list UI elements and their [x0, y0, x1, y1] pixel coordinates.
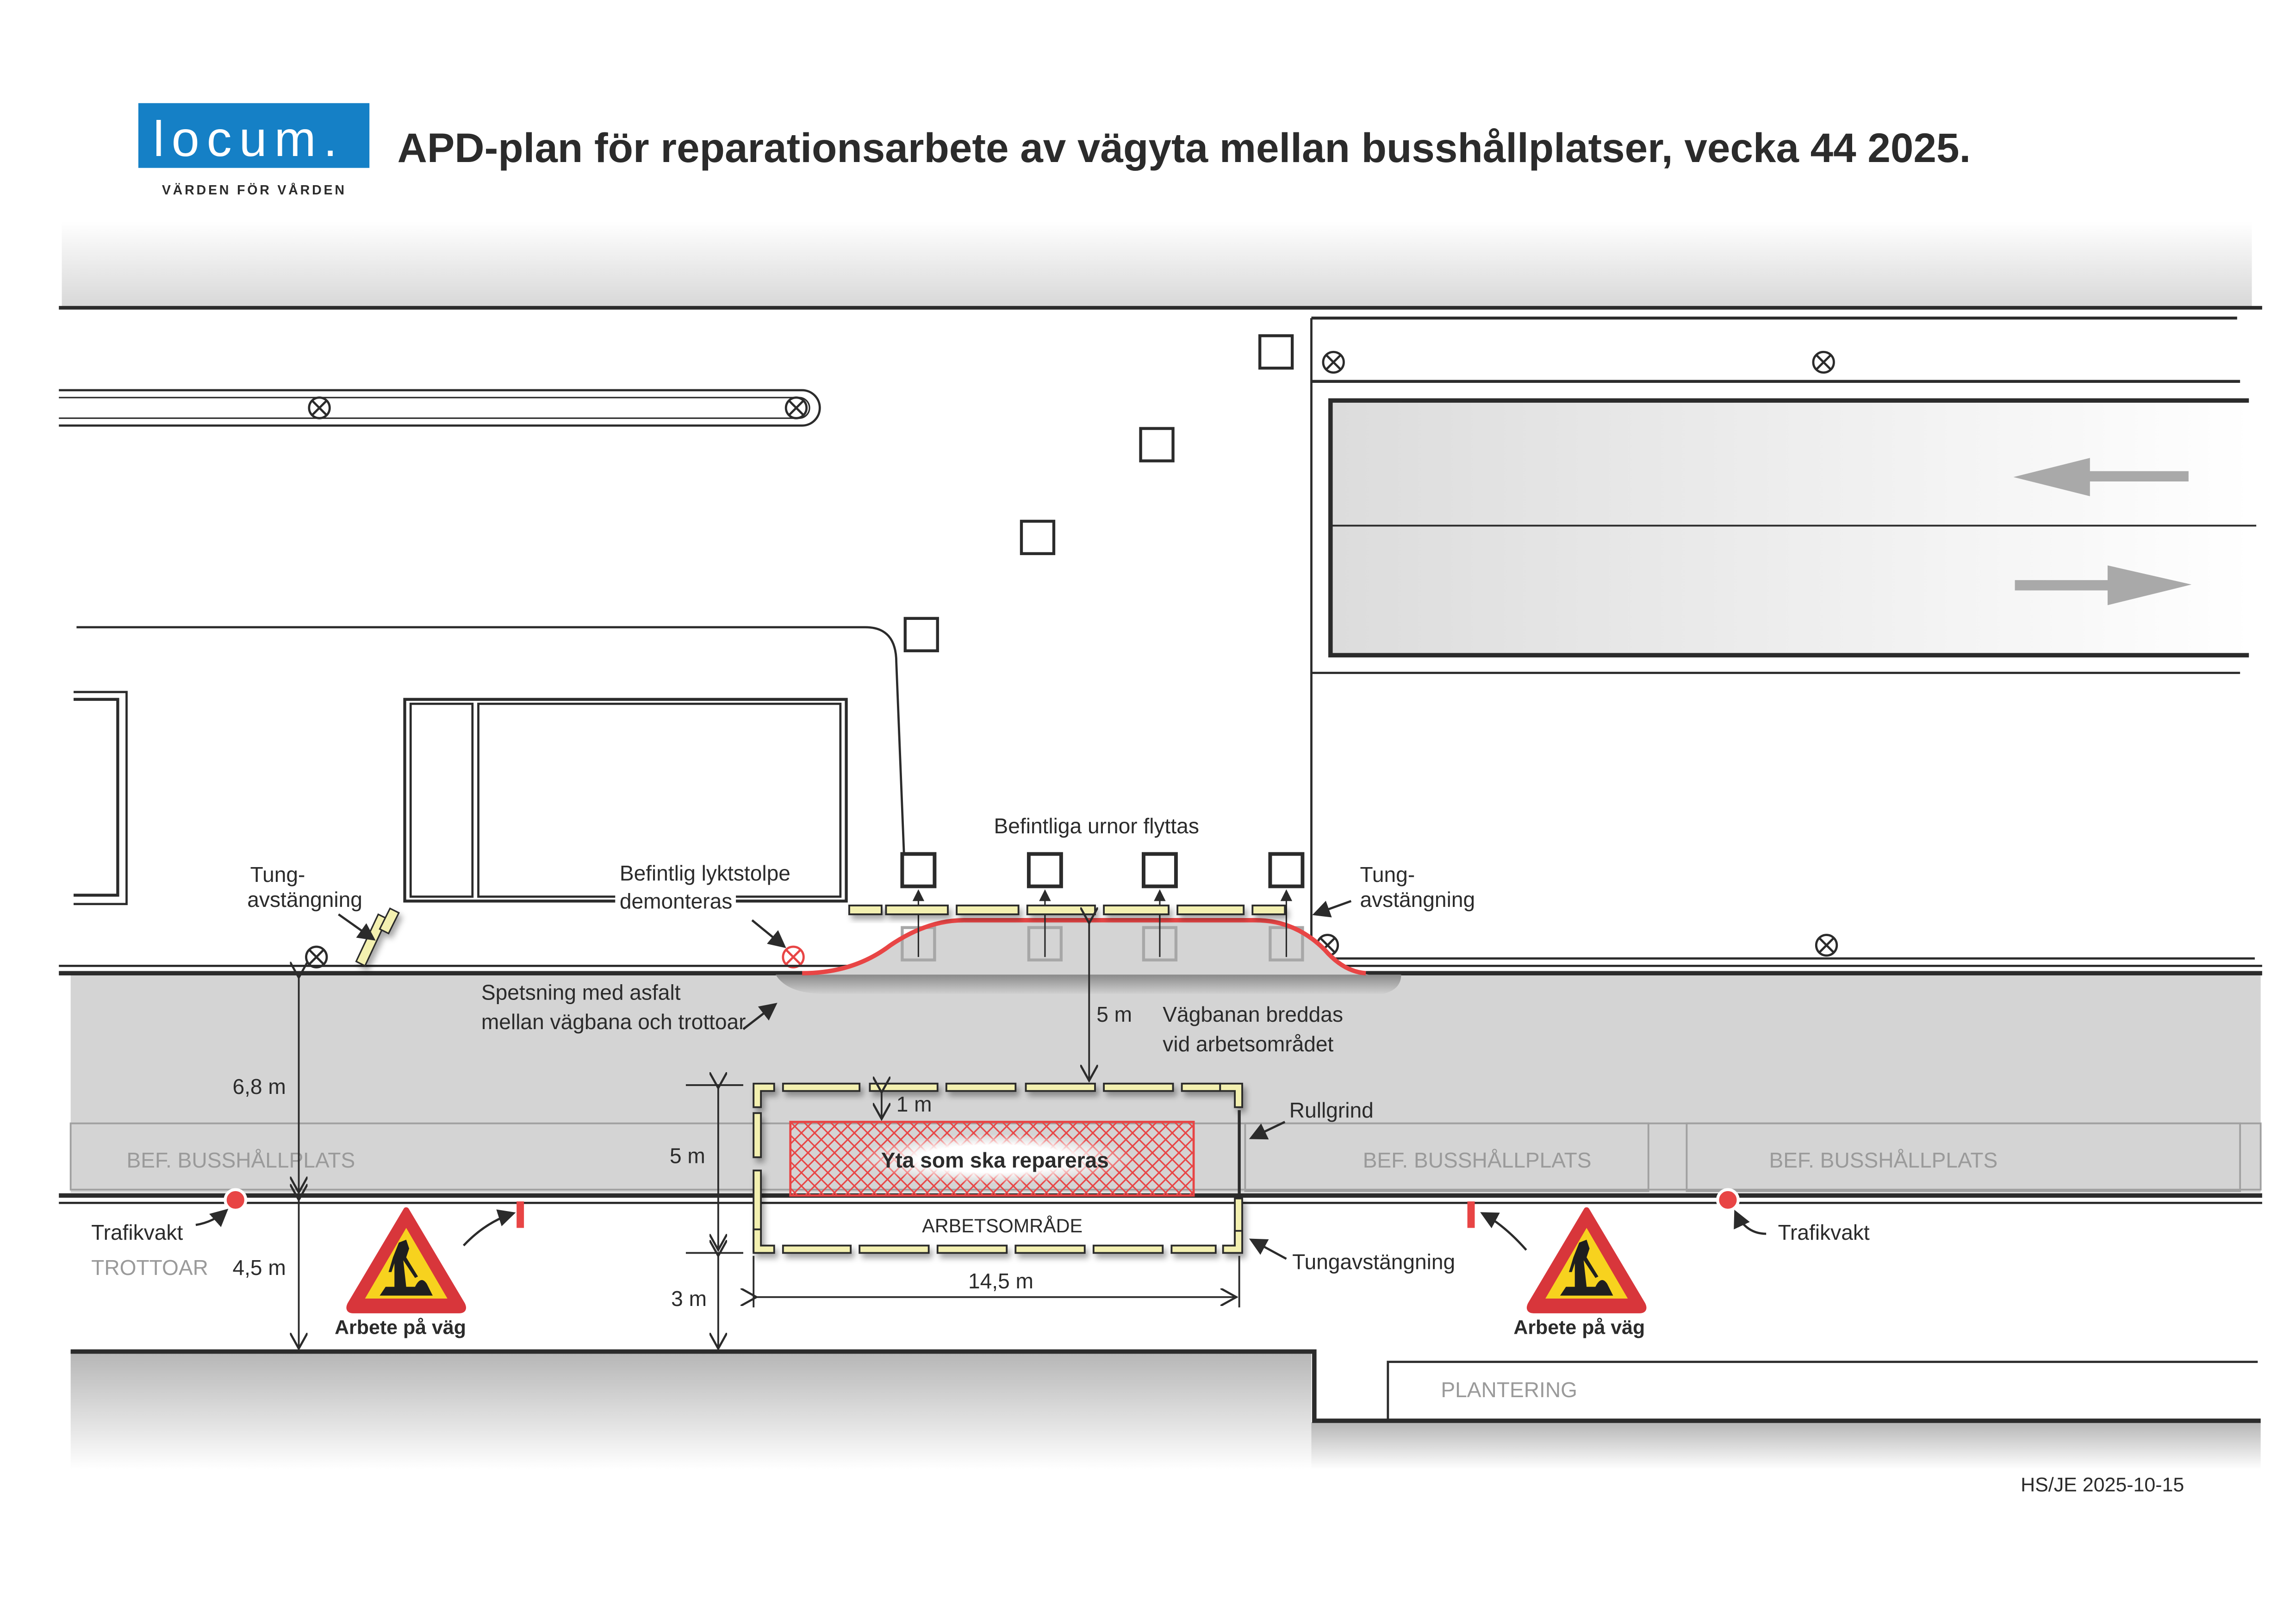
traffic-guard-icons [224, 1188, 1740, 1212]
lamp-post-icon [1322, 350, 1345, 374]
traffic-guard-icon [1716, 1188, 1740, 1212]
sign-label: Arbete på väg [335, 1316, 466, 1338]
dimension-lines [299, 923, 1240, 1349]
lamp-label-1: Befintlig lyktstolpe [620, 861, 790, 885]
urns-label: Befintliga urnor flyttas [994, 814, 1199, 838]
tung-left-1: Tung- [250, 862, 305, 887]
bus-stop-label: BEF. BUSSHÅLLPLATS [126, 1148, 355, 1172]
traffic-guard-label: Trafikvakt [91, 1220, 183, 1244]
dim-behind: 3 m [671, 1287, 707, 1311]
page-title: APD-plan för reparationsarbete av vägyta… [398, 125, 1971, 171]
lamp-post-icon [784, 396, 808, 419]
sign-label: Arbete på väg [1513, 1316, 1645, 1338]
lamp-post-icon [1815, 934, 1838, 957]
header: locum. VÄRDEN FÖR VÅRDEN APD-plan för re… [138, 103, 1971, 198]
locum-tagline: VÄRDEN FÖR VÅRDEN [162, 182, 347, 198]
tung-right-2: avstängning [1360, 887, 1475, 912]
heavy-barrier-diagonal [355, 907, 400, 967]
repair-area: Yta som ska repareras [789, 1121, 1195, 1197]
signature: HS/JE 2025-10-15 [2021, 1474, 2184, 1496]
removed-lamp-post-icon [782, 945, 805, 968]
traffic-guard-label: Trafikvakt [1778, 1220, 1870, 1244]
new-curb-line [802, 918, 1366, 975]
work-area-label: ARBETSOMRÅDE [922, 1215, 1083, 1237]
arrow-right-icon [2015, 565, 2192, 606]
tung-right-1: Tung- [1360, 862, 1415, 887]
arrow-left-icon [2013, 458, 2189, 496]
dim-work-depth: 5 m [670, 1143, 705, 1168]
roller-gate-label: Rullgrind [1289, 1098, 1374, 1122]
bus-stop-label: BEF. BUSSHÅLLPLATS [1363, 1148, 1592, 1172]
bottom-band [70, 1351, 1312, 1469]
upper-left-curb [59, 389, 821, 427]
annotations: Befintliga urnor flyttas Befintlig lykts… [91, 814, 1870, 1274]
spetsning-2: mellan vägbana och trottoar [481, 1010, 746, 1034]
tung-left-2: avstängning [247, 887, 362, 912]
heavy-barrier-label: Tungavstängning [1292, 1249, 1455, 1274]
square-markers [903, 334, 1294, 652]
repair-area-label: Yta som ska repareras [881, 1148, 1109, 1172]
work-area-barrier [753, 1082, 1243, 1254]
dim-road-width: 6,8 m [232, 1074, 286, 1099]
traffic-guard-icon [224, 1188, 248, 1212]
dim-widening: 5 m [1096, 1002, 1132, 1026]
leader-arrows [195, 900, 1767, 1260]
locum-logo-box [138, 103, 370, 168]
dim-sidewalk-width: 4,5 m [232, 1255, 286, 1280]
top-band [62, 221, 2252, 306]
planting-label: PLANTERING [1441, 1378, 1577, 1402]
barrier-post-icon [516, 1201, 524, 1228]
right-block [1310, 316, 2257, 972]
sidewalk-label: TROTTOAR [91, 1255, 208, 1280]
barrier-post-icon [1467, 1201, 1475, 1228]
lamp-post-icon [1812, 350, 1835, 374]
roadwork-sign-icon [346, 1207, 467, 1313]
urns [900, 852, 1305, 957]
dim-work-length: 14,5 m [968, 1269, 1033, 1293]
locum-logo-text: locum. [153, 111, 345, 167]
spetsning-1: Spetsning med asfalt [481, 980, 681, 1004]
widening-2: vid arbetsområdet [1163, 1032, 1333, 1056]
lamp-post-icon [305, 945, 328, 968]
dim-offset: 1 m [896, 1092, 932, 1116]
roadwork-sign-icon [1526, 1207, 1647, 1313]
heavy-barrier-top [848, 905, 1286, 915]
lamp-label-2: demonteras [620, 889, 733, 913]
bus-stop-label: BEF. BUSSHÅLLPLATS [1769, 1148, 1998, 1172]
widening-1: Vägbanan breddas [1163, 1002, 1343, 1026]
lamp-post-icon [308, 396, 331, 419]
lanes-area [1330, 400, 2252, 656]
